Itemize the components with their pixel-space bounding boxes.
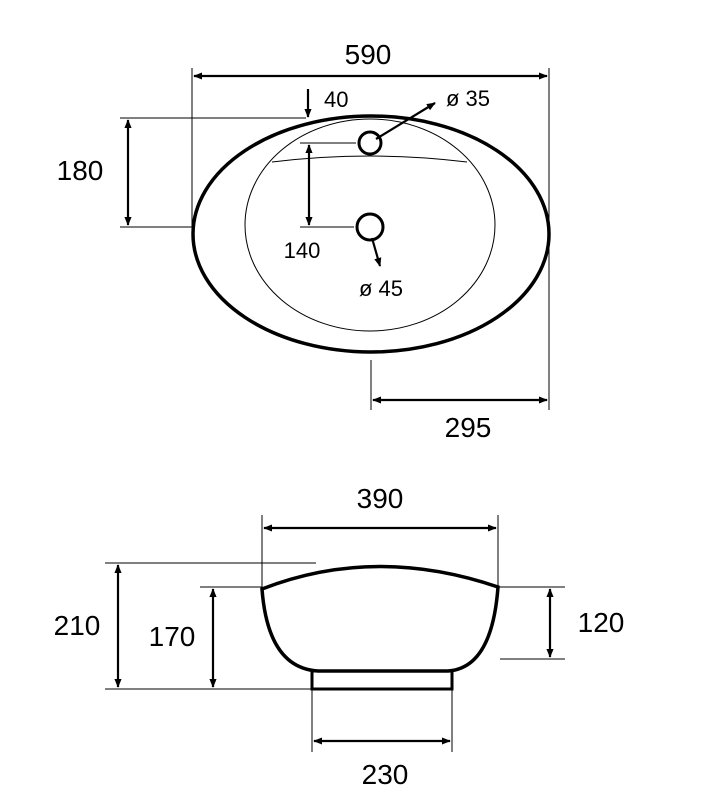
dim-label-180: 180 (57, 155, 104, 186)
side-view: 390 210 170 120 230 (54, 483, 625, 790)
dim-label-210: 210 (54, 610, 101, 641)
dim-label-295: 295 (445, 412, 492, 443)
dim-label-40: 40 (324, 87, 348, 112)
leader-tap-hole (375, 102, 436, 140)
basin-base (310, 669, 454, 691)
dim-label-390: 390 (357, 483, 404, 514)
dim-label-170: 170 (149, 621, 196, 652)
leader-drain (370, 237, 382, 267)
dim-label-140: 140 (284, 238, 321, 263)
dim-label-230: 230 (362, 759, 409, 790)
drain-hole-icon (355, 212, 385, 242)
basin-outer-rim (191, 114, 551, 354)
dim-label-drain-diameter: ø 45 (359, 276, 403, 301)
dim-label-tap-hole-diameter: ø 35 (446, 86, 490, 111)
dim-label-590: 590 (345, 39, 392, 70)
tap-deck-line (271, 155, 468, 163)
basin-side-profile (260, 564, 500, 673)
tap-hole-icon (357, 130, 383, 156)
top-view: 590 180 40 ø 35 140 ø 45 295 (57, 39, 551, 443)
basin-inner-bowl (244, 118, 496, 332)
dim-label-120: 120 (578, 607, 625, 638)
